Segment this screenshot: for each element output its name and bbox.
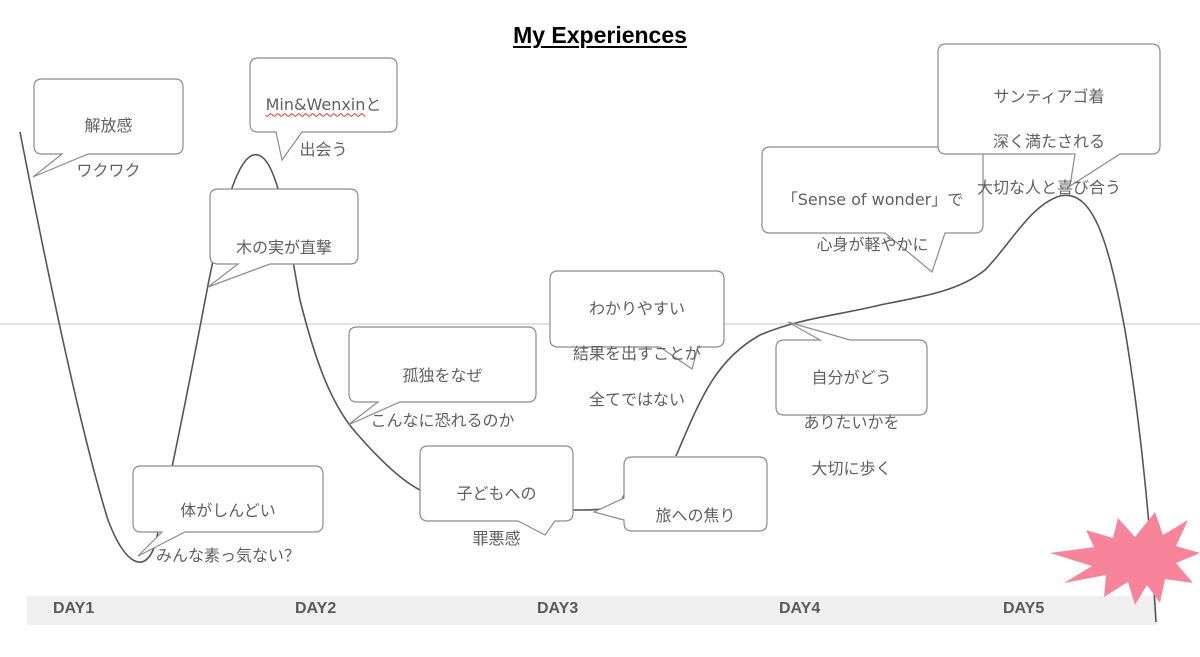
diagram-title: My Experiences bbox=[513, 22, 687, 48]
callout-easy-results-shape bbox=[549, 270, 725, 370]
callout-suffix: と bbox=[365, 94, 382, 114]
callout-line: 深く満たされる bbox=[992, 132, 1105, 152]
callout-line: 全てではない bbox=[588, 389, 685, 409]
callout-line: 子どもへの bbox=[456, 483, 537, 503]
callout-lonely: 孤独をなぜ こんなに恐れるのか bbox=[349, 342, 536, 456]
callout-santiago-shape bbox=[937, 43, 1161, 188]
day-label-5: DAY5 bbox=[1003, 600, 1045, 617]
callout-walk: 自分がどう ありたいかを 大切に歩く bbox=[776, 344, 927, 503]
callout-line: みんな素っ気ない？ bbox=[155, 546, 300, 566]
callout-name: Min&Wenxin bbox=[265, 94, 366, 114]
callout-line: 罪悪感 bbox=[472, 529, 521, 549]
callout-line: 木の実が直撃 bbox=[235, 237, 332, 257]
day-label-2: DAY2 bbox=[295, 600, 337, 617]
callout-easy-results: わかりやすい 結果を出すことが 全てではない bbox=[550, 275, 724, 434]
callout-line: 体がしんどい bbox=[180, 500, 276, 520]
callout-line: 大切に歩く bbox=[811, 458, 892, 478]
callout-line: 心身が軽やかに bbox=[816, 235, 929, 255]
callout-line: 大切な人と喜び合う bbox=[976, 177, 1121, 197]
callout-impatience: 旅への焦り bbox=[624, 482, 767, 550]
callout-liberation: 解放感 ワクワク bbox=[34, 92, 183, 206]
callout-wonder: 「Sense of wonder」で 心身が軽やかに bbox=[762, 166, 983, 280]
day-label-1: DAY1 bbox=[53, 600, 95, 617]
callout-line: 旅への焦り bbox=[655, 505, 736, 525]
callout-guilt-shape bbox=[419, 445, 574, 536]
pink-burst-shape bbox=[1050, 512, 1200, 605]
callout-santiago: サンティアゴ着 深く満たされる 大切な人と喜び合う bbox=[938, 63, 1160, 222]
callout-line: 「Sense of wonder」で bbox=[781, 189, 964, 209]
callout-line: わかりやすい bbox=[588, 298, 685, 318]
callout-walk-shape bbox=[775, 321, 928, 416]
callout-tired-shape bbox=[132, 465, 324, 557]
day-label-3: DAY3 bbox=[537, 600, 579, 617]
callout-line: Min&Wenxinと bbox=[250, 94, 397, 117]
callout-lonely-shape bbox=[347, 326, 537, 426]
emotion-curve bbox=[19, 131, 421, 563]
callout-liberation-shape bbox=[32, 78, 184, 178]
callout-line: 解放感 bbox=[84, 115, 133, 135]
callout-tired: 体がしんどい みんな素っ気ない？ bbox=[133, 477, 323, 591]
callout-line: 自分がどう bbox=[811, 367, 892, 387]
callout-meet: Min&Wenxinと 出会う bbox=[250, 71, 397, 185]
callout-line: ワクワク bbox=[76, 161, 141, 181]
callout-nut-shape bbox=[207, 188, 359, 288]
callout-guilt: 子どもへの 罪悪感 bbox=[420, 460, 573, 574]
emotion-curve-3 bbox=[675, 194, 1157, 623]
callout-line: ありたいかを bbox=[803, 413, 900, 433]
callout-impatience-shape bbox=[592, 456, 768, 532]
day-label-4: DAY4 bbox=[779, 600, 821, 617]
day-axis-band bbox=[27, 596, 1157, 625]
callout-line: こんなに恐れるのか bbox=[370, 411, 515, 431]
callout-line: 結果を出すことが bbox=[572, 344, 701, 364]
callout-line: 出会う bbox=[299, 140, 348, 160]
callout-nut: 木の実が直撃 bbox=[210, 214, 358, 282]
callout-meet-shape bbox=[249, 57, 398, 162]
callout-line: 孤独をなぜ bbox=[402, 365, 483, 385]
callout-line: サンティアゴ着 bbox=[993, 86, 1105, 106]
